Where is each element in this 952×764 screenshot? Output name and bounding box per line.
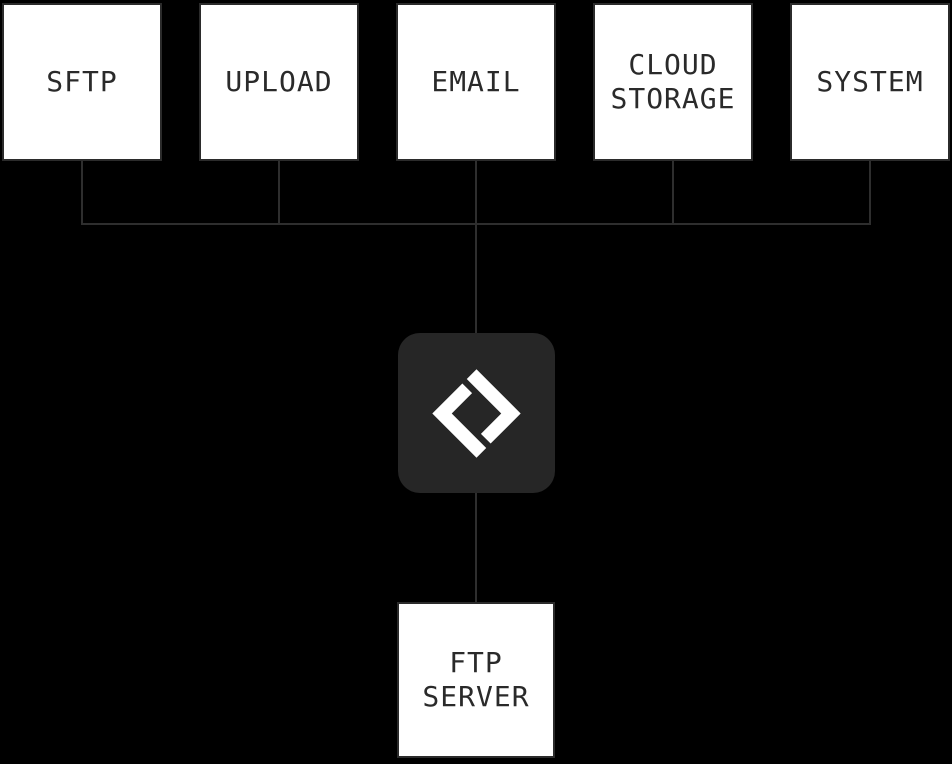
- connector-sftp: [81, 161, 83, 225]
- connector-system: [869, 161, 871, 225]
- diamond-brackets-icon: [432, 368, 521, 458]
- connector-hub-to-ftp: [475, 493, 477, 602]
- connector-bus: [81, 223, 871, 225]
- node-cloud-storage: CLOUD STORAGE: [593, 3, 753, 161]
- node-sftp-label: SFTP: [46, 65, 118, 98]
- connector-upload: [278, 161, 280, 225]
- node-email-label: EMAIL: [431, 65, 521, 98]
- node-ftp-server-label-line2: SERVER: [422, 680, 530, 713]
- node-ftp-server-label-line1: FTP: [449, 646, 503, 679]
- node-system: SYSTEM: [790, 3, 950, 161]
- node-ftp-server: FTP SERVER: [397, 602, 555, 758]
- node-upload-label: UPLOAD: [225, 65, 333, 98]
- hub-logo-tile: [398, 333, 555, 493]
- connector-cloud-storage: [672, 161, 674, 225]
- node-upload: UPLOAD: [199, 3, 359, 161]
- node-email: EMAIL: [396, 3, 556, 161]
- node-system-label: SYSTEM: [816, 65, 924, 98]
- node-sftp: SFTP: [2, 3, 162, 161]
- connector-email-trunk: [475, 161, 477, 333]
- node-cloud-storage-label-line1: CLOUD: [628, 48, 718, 81]
- node-cloud-storage-label-line2: STORAGE: [610, 82, 736, 115]
